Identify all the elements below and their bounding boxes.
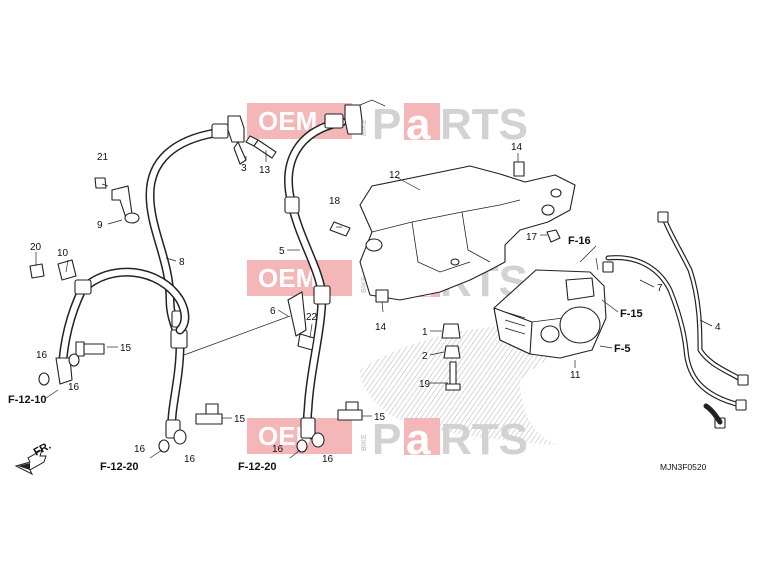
bolt-13 [245, 135, 277, 159]
callout-18: 18 [329, 196, 341, 207]
brake-hose-5 [284, 113, 347, 440]
callout-10: 10 [57, 248, 69, 259]
mounting-rubber-1 [441, 323, 461, 339]
sealing-washers-16 [38, 353, 325, 453]
ref-f-16: F-16 [568, 235, 591, 247]
callout-15-left: 15 [120, 343, 132, 354]
watermark-oem-badge [247, 260, 352, 296]
abs-modulator-11 [493, 269, 607, 359]
bolt-15-right [337, 401, 363, 421]
callout-6: 6 [270, 306, 276, 317]
bolt-15-left [75, 341, 105, 357]
watermark-oem-text: OEM [258, 106, 317, 136]
ref-f-12-20-right: F-12-20 [238, 461, 277, 473]
stay-6 [287, 291, 315, 351]
callout-16-center-b: 16 [184, 454, 196, 465]
bolt-15-center [195, 403, 223, 425]
leader-lines [35, 150, 713, 419]
ref-f-12-10: F-12-10 [8, 394, 47, 406]
nut-17 [546, 229, 561, 243]
watermark-oem-text: OEM [258, 263, 317, 293]
brake-pipe-7 [602, 255, 747, 429]
callout-8: 8 [179, 257, 185, 268]
bolt-14-top [513, 161, 525, 177]
collar-2 [443, 345, 461, 359]
callout-16-right-b: 16 [322, 454, 334, 465]
callout-17: 17 [526, 232, 538, 243]
watermark-a-letter: a [406, 415, 431, 464]
callout-16-center-a: 16 [134, 444, 146, 455]
callout-13: 13 [259, 165, 271, 176]
callout-4: 4 [715, 322, 721, 333]
callout-19: 19 [419, 379, 431, 390]
callout-15-right: 15 [374, 412, 386, 423]
watermark-p-letter: P [372, 100, 401, 149]
callout-labels: 1 2 3 4 5 6 7 8 9 10 11 12 13 14 14 15 1… [30, 142, 721, 465]
watermark-bottom: OEM BIKE P a RTS [247, 415, 528, 464]
ref-f-12-20-center: F-12-20 [100, 461, 139, 473]
modulator-bracket-12 [359, 165, 576, 301]
callout-16-left-b: 16 [68, 382, 80, 393]
callout-21: 21 [97, 152, 109, 163]
callout-9: 9 [97, 220, 103, 231]
watermark-a-badge [404, 418, 440, 455]
callout-12: 12 [389, 170, 401, 181]
callout-2: 2 [422, 351, 428, 362]
bolt-18 [329, 221, 351, 237]
front-direction-label: FR. [32, 440, 53, 459]
brake-pipe-4 [657, 211, 749, 386]
bolt-14-left [375, 289, 389, 303]
bolt-19 [445, 361, 461, 391]
watermark-bike-text: BIKE [361, 434, 368, 451]
hose-clamp-3 [227, 115, 247, 165]
watermark-bike-text: BIKE [361, 276, 368, 293]
callout-1: 1 [422, 327, 428, 338]
hose-clamp-right [344, 99, 386, 135]
front-arrow-icon [14, 448, 47, 476]
callout-16-right-a: 16 [272, 444, 284, 455]
callout-22: 22 [306, 312, 318, 323]
callout-14-top: 14 [511, 142, 523, 153]
watermark-a-letter: a [406, 100, 431, 149]
ref-arrows [45, 257, 599, 459]
watermark-p-letter: P [372, 415, 401, 464]
watermark-rts-text: RTS [440, 100, 528, 149]
watermark-a-badge [404, 103, 440, 140]
ref-f-5: F-5 [614, 343, 631, 355]
callout-16-left-a: 16 [36, 350, 48, 361]
callout-5: 5 [279, 246, 285, 257]
brake-hose-10-line [55, 267, 190, 385]
callout-14-left: 14 [375, 322, 387, 333]
watermark-rts-text: RTS [440, 415, 528, 464]
clip-10 [29, 259, 77, 281]
callout-7: 7 [657, 283, 663, 294]
ref-f-15: F-15 [620, 308, 643, 320]
callout-20: 20 [30, 242, 42, 253]
diagram-code: MJN3F0520 [660, 462, 707, 472]
callout-11: 11 [570, 370, 581, 381]
bracket-9 [94, 177, 140, 224]
watermark-top: OEM BIKE P a RTS [247, 100, 528, 149]
callout-15-center: 15 [234, 414, 246, 425]
callout-3: 3 [241, 163, 247, 174]
reference-labels: F-16 F-15 F-5 F-12-10 F-12-20 F-12-20 [8, 235, 643, 473]
watermark-bike-text: BIKE [361, 119, 368, 136]
front-direction-indicator: FR. [14, 440, 53, 476]
